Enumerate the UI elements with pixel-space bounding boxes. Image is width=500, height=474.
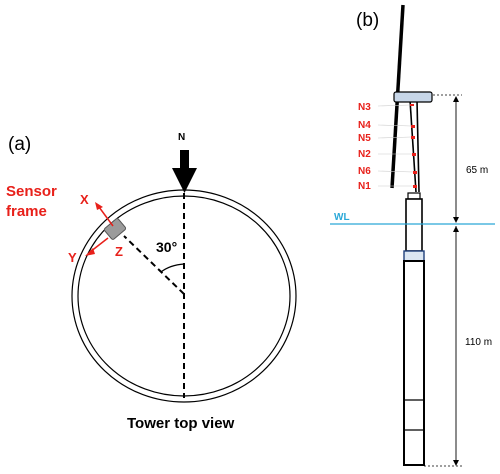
tower-outer-ring xyxy=(71,189,297,403)
panel-b-label: (b) xyxy=(356,10,379,31)
transition-top xyxy=(407,192,421,200)
sensor-box xyxy=(103,218,127,240)
panel-a-caption: Tower top view xyxy=(127,415,235,432)
transition-piece xyxy=(405,198,423,252)
sensor-label-line1: Sensor xyxy=(6,183,57,200)
nacelle xyxy=(393,91,433,103)
dimension-upper-label: 65 m xyxy=(466,165,488,176)
north-arrow-icon xyxy=(172,150,197,193)
node-label: N1 xyxy=(358,181,371,192)
tower-right-edge xyxy=(416,99,420,193)
dimension-lower xyxy=(424,226,462,467)
axis-z-label: Z xyxy=(115,244,123,259)
axis-x-label: X xyxy=(80,192,89,207)
pile-sleeve xyxy=(403,250,425,262)
node-label: N4 xyxy=(358,120,371,131)
water-level-label: WL xyxy=(334,212,350,223)
node-leader-lines xyxy=(377,104,414,187)
node-label: N2 xyxy=(358,149,371,160)
node-markers xyxy=(410,104,417,188)
axis-y-label: Y xyxy=(68,250,77,265)
angle-label: 30° xyxy=(156,239,177,255)
node-label: N3 xyxy=(358,102,371,113)
sensor-label-line2: frame xyxy=(6,203,47,220)
panel-a-label: (a) xyxy=(8,134,31,155)
tower-left-edge xyxy=(409,99,417,193)
sensor-radius-line xyxy=(123,235,185,295)
north-label: N xyxy=(178,132,185,143)
dimension-lower-label: 110 m xyxy=(465,337,492,348)
sensor-y-axis xyxy=(85,237,109,256)
dimension-upper xyxy=(433,94,462,223)
monopile xyxy=(403,260,425,466)
node-label: N5 xyxy=(358,133,371,144)
angle-arc xyxy=(160,263,185,273)
sensor-x-axis xyxy=(95,202,114,227)
node-label: N6 xyxy=(358,166,371,177)
